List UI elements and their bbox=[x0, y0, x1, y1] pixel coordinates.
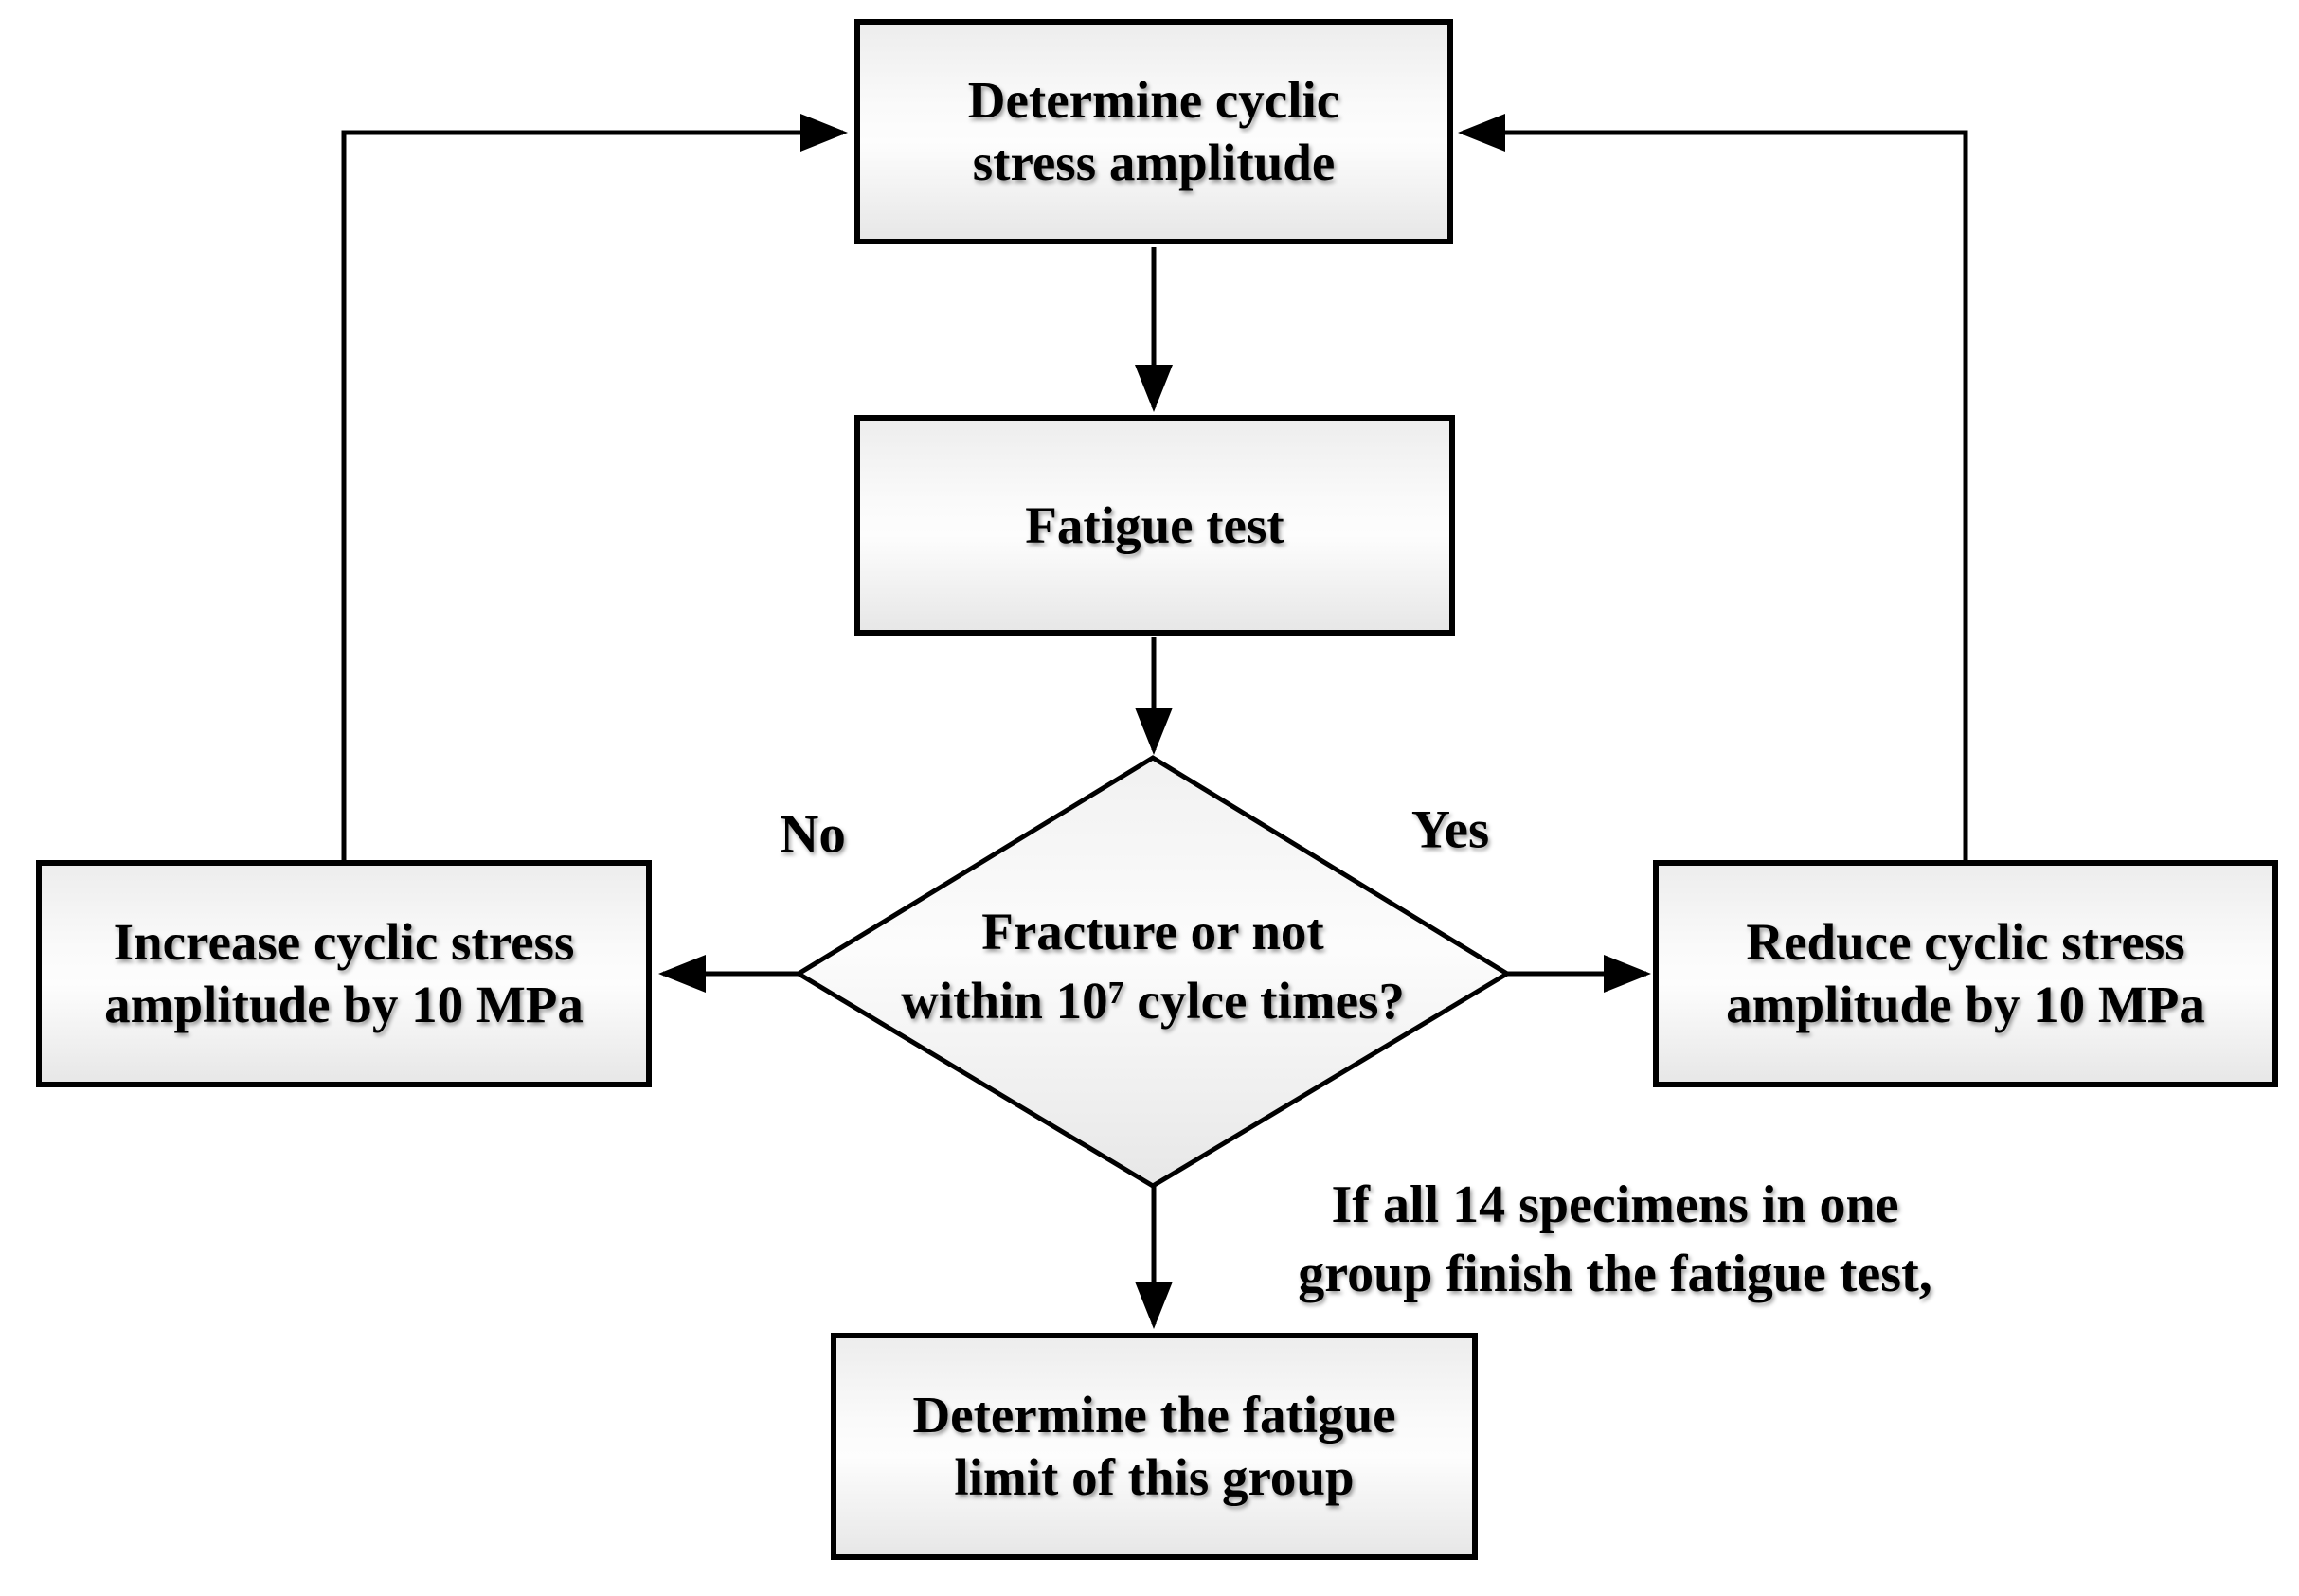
flowchart-node-increase-stress: Increase cyclic stress amplitude by 10 M… bbox=[36, 860, 652, 1087]
edge-reduce-to-determine-feedback bbox=[1458, 114, 1968, 860]
flowchart-node-determine-cyclic-stress: Determine cyclic stress amplitude bbox=[854, 19, 1453, 244]
decision-line1: Fracture or not bbox=[981, 903, 1324, 960]
decision-line2-suffix: cylce times? bbox=[1123, 971, 1405, 1030]
decision-diamond-text: Fracture or not within 107 cylce times? bbox=[780, 898, 1526, 1035]
annotation-all-specimens-finished: If all 14 specimens in one group finish … bbox=[1298, 1175, 1932, 1303]
decision-superscript: 7 bbox=[1107, 976, 1124, 1012]
edge-increase-to-determine-feedback bbox=[341, 114, 848, 860]
flowchart-node-reduce-stress: Reduce cyclic stress amplitude by 10 MPa bbox=[1653, 860, 2278, 1087]
edge-label-yes: Yes bbox=[1410, 799, 1490, 860]
flowchart-node-determine-fatigue-limit: Determine the fatigue limit of this grou… bbox=[831, 1333, 1478, 1560]
decision-line2-prefix: within 10 bbox=[901, 971, 1108, 1030]
flowchart-node-fatigue-test: Fatigue test bbox=[854, 415, 1455, 636]
edge-label-no: No bbox=[780, 804, 846, 865]
